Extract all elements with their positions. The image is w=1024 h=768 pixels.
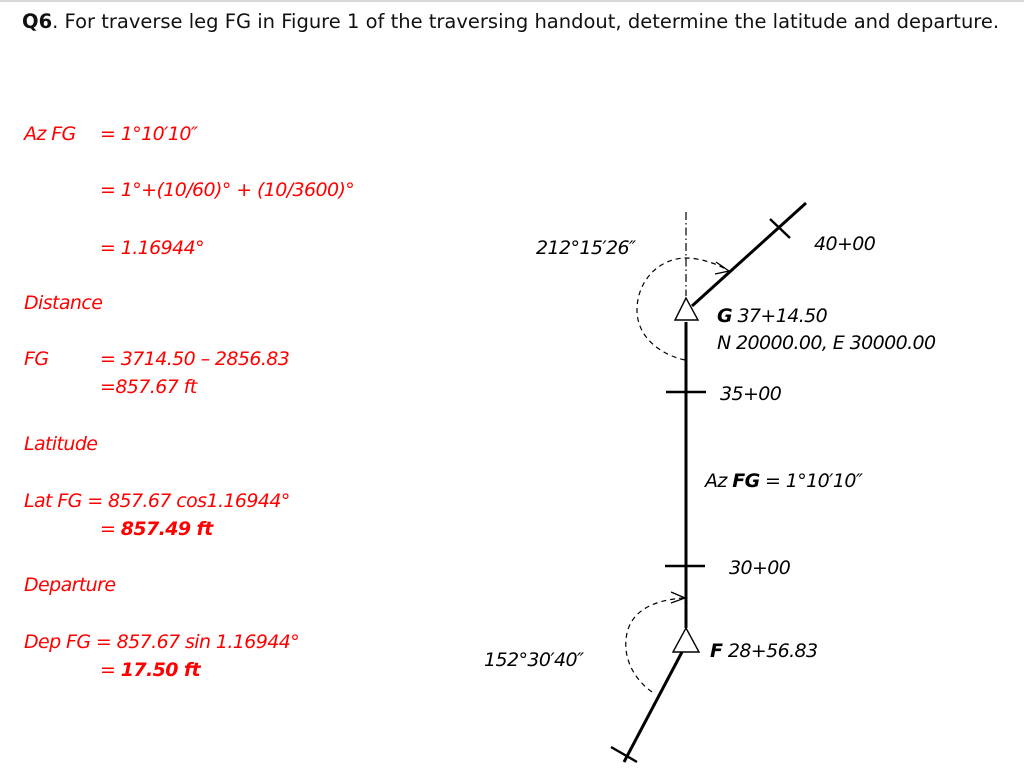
az-label: Az FG — [24, 123, 76, 145]
departure-heading: Departure — [24, 574, 116, 596]
az-line2: = 1°+(10/60)° + (10/3600)° — [100, 179, 355, 201]
top-border — [0, 0, 1024, 2]
distance-heading: Distance — [24, 292, 103, 314]
station-tick-40 — [769, 218, 791, 239]
az-line1: = 1°10′10″ — [100, 123, 198, 145]
distance-line1: = 3714.50 – 2856.83 — [100, 348, 290, 370]
latitude-line2: = 857.49 ft — [100, 518, 213, 540]
latitude-line1: Lat FG = 857.67 cos1.16944° — [24, 490, 290, 512]
point-g-label: G 37+14.50 — [717, 305, 828, 327]
question-text: Q6. For traverse leg FG in Figure 1 of t… — [22, 9, 1002, 34]
leg-g-next-line — [690, 201, 808, 308]
distance-label: FG — [24, 348, 49, 370]
latitude-prefix: = — [100, 518, 121, 540]
point-g-name: G — [717, 305, 733, 327]
angle-arc-g — [636, 257, 728, 361]
azimuth-prefix: Az — [705, 470, 733, 492]
azimuth-label: Az FG = 1°10′10″ — [705, 470, 863, 492]
departure-prefix: = — [100, 659, 121, 681]
angle-g-label: 212°15′26″ — [536, 237, 636, 259]
departure-line1: Dep FG = 857.67 sin 1.16944° — [24, 631, 300, 653]
station-35-label: 35+00 — [720, 383, 782, 405]
station-f-triangle-icon — [671, 626, 701, 653]
leg-prev-f-line — [622, 651, 684, 763]
angle-arc-f-arrowhead-icon — [670, 591, 687, 604]
point-g-coords: N 20000.00, E 30000.00 — [717, 332, 936, 354]
point-g-station: 37+14.50 — [732, 305, 828, 327]
question-body: . For traverse leg FG in Figure 1 of the… — [52, 10, 1000, 33]
azimuth-leg: FG — [732, 470, 760, 492]
angle-arc-g-arrowhead-icon — [714, 261, 731, 275]
azimuth-value: = 1°10′10″ — [759, 470, 863, 492]
station-g-triangle-icon — [673, 296, 700, 321]
departure-line2: = 17.50 ft — [100, 659, 201, 681]
latitude-result: 857.49 ft — [120, 518, 213, 540]
point-f-name: F — [710, 640, 723, 662]
az-line3: = 1.16944° — [100, 237, 205, 259]
latitude-heading: Latitude — [24, 433, 98, 455]
distance-line2: =857.67 ft — [100, 376, 197, 398]
point-f-label: F 28+56.83 — [710, 640, 818, 662]
station-40-label: 40+00 — [814, 233, 876, 255]
angle-f-label: 152°30′40″ — [484, 649, 584, 671]
departure-result: 17.50 ft — [120, 659, 201, 681]
station-tick-bottom — [610, 745, 638, 764]
question-number: Q6 — [22, 10, 53, 33]
station-30-label: 30+00 — [729, 557, 791, 579]
angle-arc-f — [625, 597, 685, 693]
point-f-station: 28+56.83 — [722, 640, 818, 662]
